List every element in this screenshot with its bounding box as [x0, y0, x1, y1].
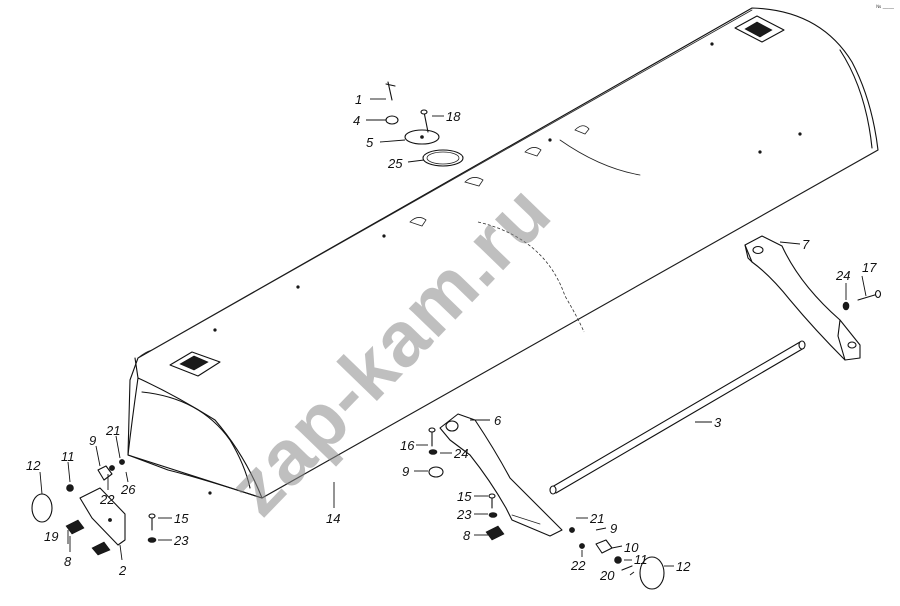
part-9-nut-mid: [428, 466, 444, 478]
part-18-screw: [423, 111, 429, 133]
label-part-26: 26: [120, 482, 136, 497]
label-part-2: 2: [118, 563, 127, 578]
label-part-14: 14: [326, 511, 340, 526]
left-small-fasteners: [31, 459, 157, 556]
label-part-12-right: 12: [676, 559, 691, 574]
lamp-assembly: [385, 81, 464, 167]
part-4-nut: [385, 115, 399, 125]
part-24-washer-right: [842, 301, 850, 311]
label-part-15-mid: 15: [457, 489, 472, 504]
label-part-22-left: 22: [99, 492, 115, 507]
part-24-washer-mid: [428, 449, 438, 455]
mount-pad-right: [734, 15, 785, 43]
label-part-8-left: 8: [64, 554, 72, 569]
front-cover-panel: [127, 7, 879, 499]
part-8-clip-mid: [485, 525, 505, 541]
top-surface-holes: [208, 42, 802, 495]
part-25-ring: [422, 149, 464, 167]
part-11-nut-right: [614, 556, 622, 564]
label-part-24-right: 24: [835, 268, 850, 283]
part-23-washer-left: [147, 537, 157, 543]
part-17-bolt: [857, 293, 879, 301]
part-10-nut: [595, 539, 613, 554]
part-labels: 1 4 5 18 25 7 17 24 3 6 16 24 9 15 23 8 …: [26, 92, 877, 583]
label-part-21-left: 21: [105, 423, 120, 438]
label-part-8-mid: 8: [463, 528, 471, 543]
label-part-7: 7: [802, 237, 810, 252]
part-2-bracket: [79, 487, 126, 546]
right-lower-fasteners: [569, 527, 665, 590]
label-part-9-right: 9: [610, 521, 617, 536]
label-part-21-right: 21: [589, 511, 604, 526]
label-part-12-left: 12: [26, 458, 41, 473]
label-part-1: 1: [355, 92, 362, 107]
part-12-cap-left: [31, 493, 53, 523]
right-top-fasteners: [842, 289, 882, 311]
part-8-clip-left: [91, 541, 111, 556]
label-part-19: 19: [44, 529, 58, 544]
label-part-15-left: 15: [174, 511, 189, 526]
leader-lines: [39, 98, 867, 576]
label-part-23-mid: 23: [456, 507, 472, 522]
label-part-18: 18: [446, 109, 461, 124]
label-part-20: 20: [599, 568, 615, 583]
label-part-17: 17: [862, 260, 877, 275]
label-part-23-left: 23: [173, 533, 189, 548]
label-part-9-left: 9: [89, 433, 96, 448]
label-part-24-mid: 24: [453, 446, 468, 461]
corner-mark: № ____: [876, 4, 894, 10]
label-part-5: 5: [366, 135, 374, 150]
part-21-washer-right: [569, 527, 575, 533]
label-part-11-left: 11: [61, 449, 75, 464]
mount-pad-left: [169, 351, 221, 377]
part-3-rod: [549, 340, 806, 495]
part-9-nut-left: [97, 465, 113, 481]
label-part-3: 3: [714, 415, 722, 430]
label-part-22-right: 22: [570, 558, 586, 573]
label-part-6: 6: [494, 413, 502, 428]
part-11-nut-left: [66, 484, 74, 492]
part-19-washer: [65, 519, 85, 535]
part-20-screw: [621, 565, 633, 571]
label-part-25: 25: [387, 156, 403, 171]
part-7-bracket: [744, 235, 861, 361]
label-part-9-mid: 9: [402, 464, 409, 479]
label-part-11-right: 11: [634, 552, 648, 567]
part-23-washer-mid: [488, 512, 498, 518]
part-22-washer-right: [579, 543, 585, 549]
part-12-cap-right: [639, 556, 665, 590]
label-part-10: 10: [624, 540, 639, 555]
part-6-bracket: [439, 413, 563, 537]
label-part-16: 16: [400, 438, 415, 453]
label-part-4: 4: [353, 113, 360, 128]
middle-fasteners: [428, 427, 505, 541]
part-1-antenna: [385, 81, 396, 101]
